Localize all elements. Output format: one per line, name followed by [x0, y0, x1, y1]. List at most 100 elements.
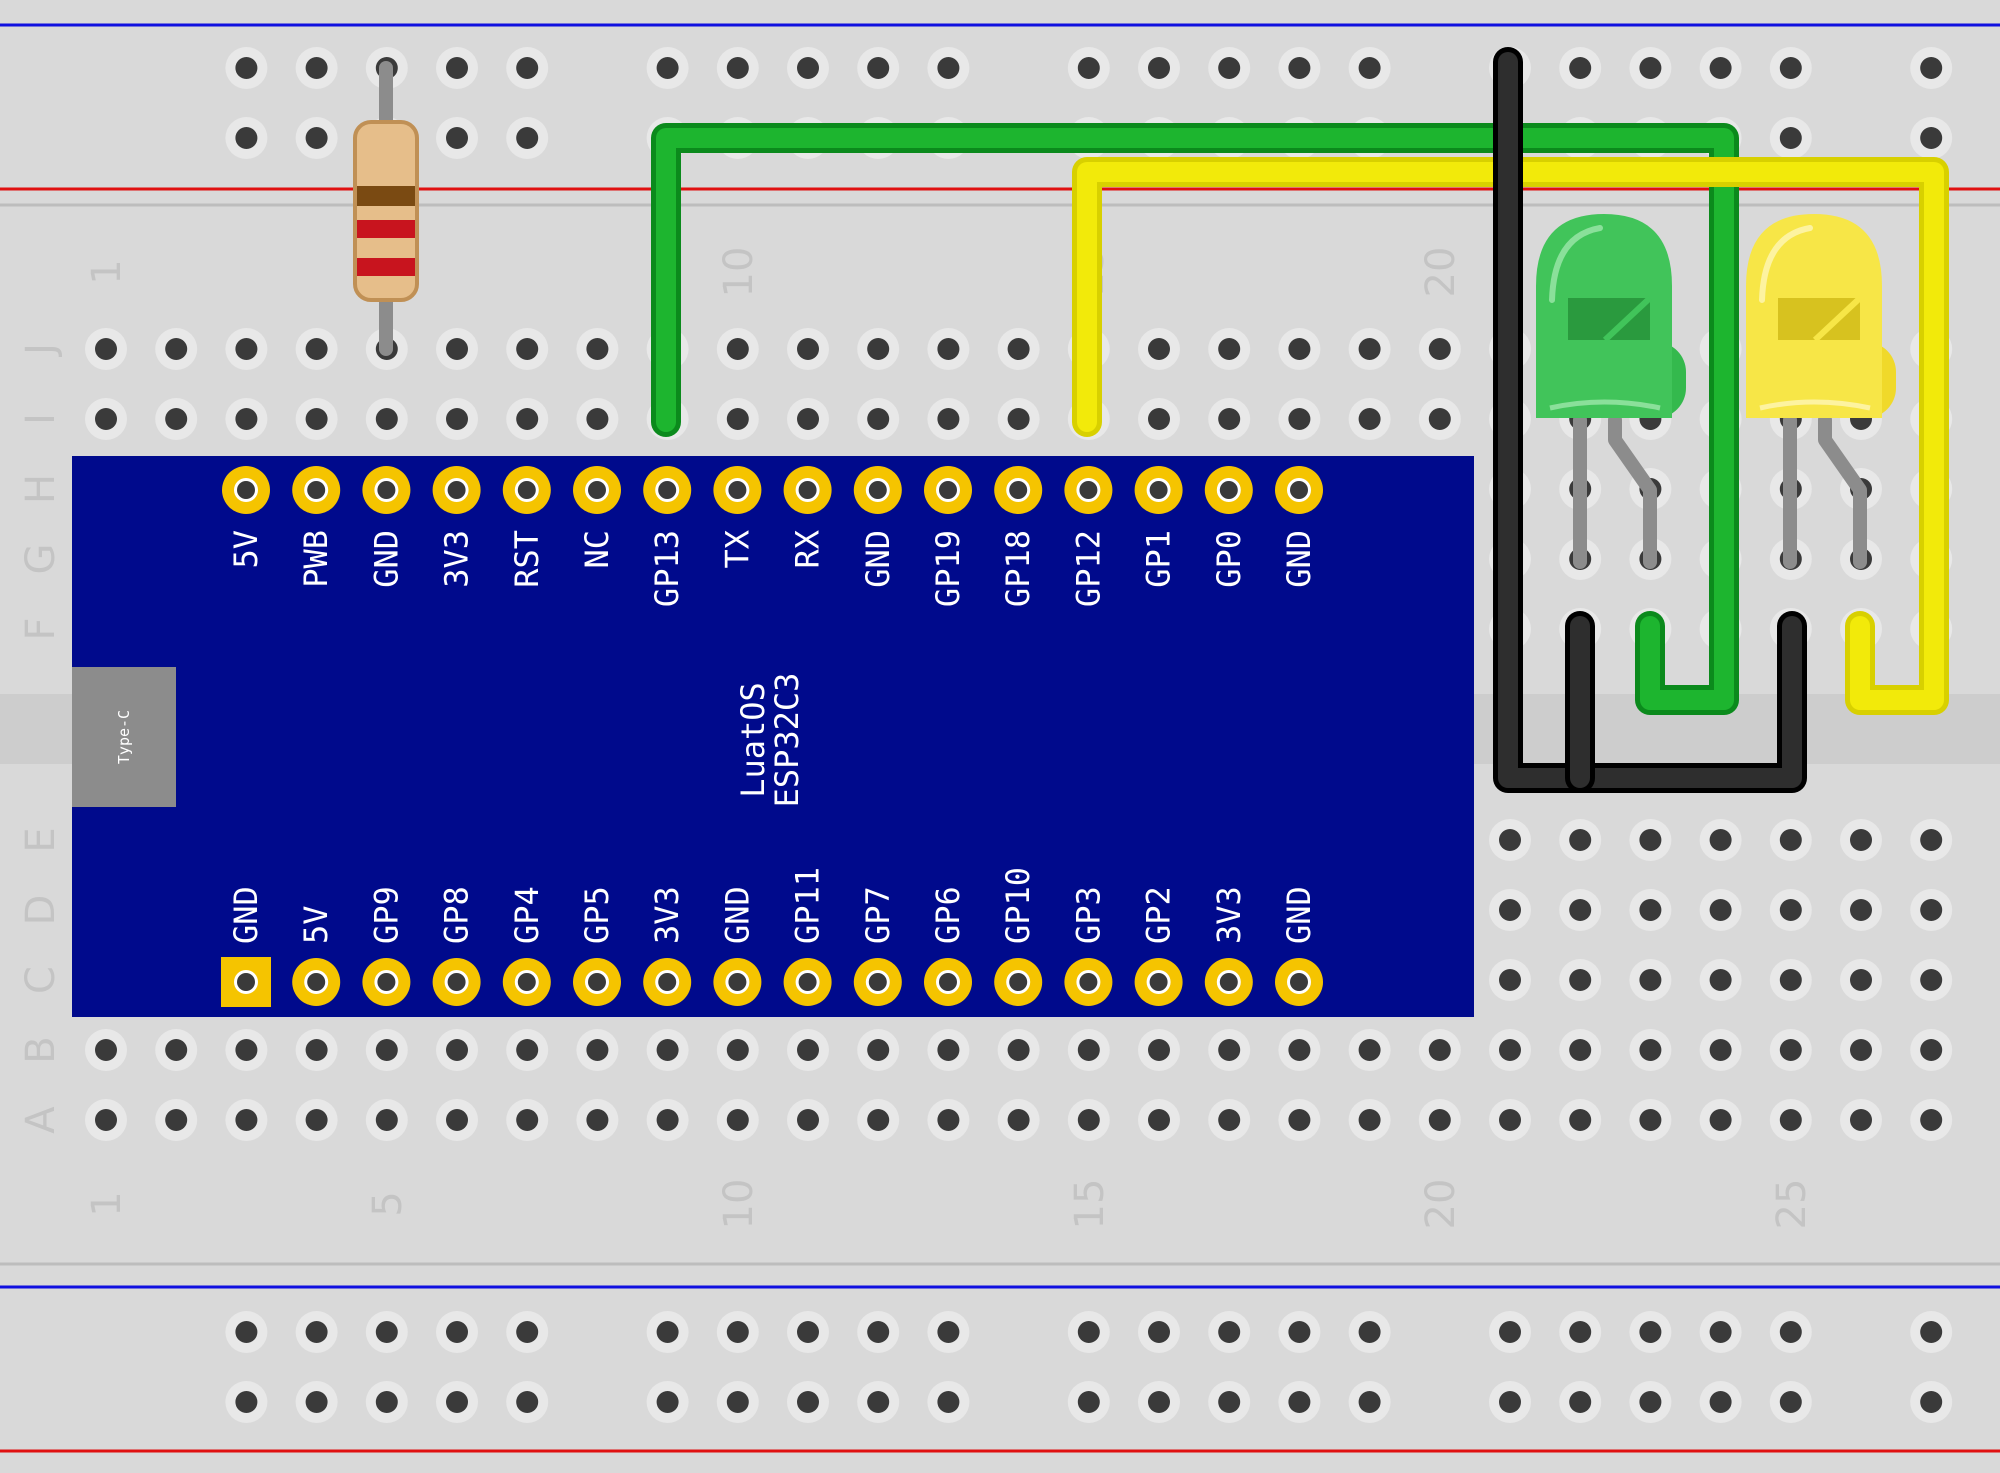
- breadboard-hole[interactable]: [1769, 819, 1812, 861]
- breadboard-hole[interactable]: [225, 1099, 268, 1141]
- board-pin[interactable]: [502, 958, 551, 1006]
- breadboard-hole[interactable]: [225, 1311, 268, 1353]
- green-wire[interactable]: [651, 123, 1739, 715]
- board-pin[interactable]: [221, 957, 271, 1007]
- breadboard-hole[interactable]: [506, 47, 549, 89]
- breadboard-hole[interactable]: [155, 328, 198, 370]
- breadboard-hole[interactable]: [716, 1311, 759, 1353]
- board-pin[interactable]: [1275, 466, 1323, 514]
- board-pin[interactable]: [853, 466, 902, 514]
- breadboard-hole[interactable]: [1559, 1381, 1602, 1423]
- breadboard-hole[interactable]: [506, 117, 549, 159]
- breadboard-hole[interactable]: [1348, 1099, 1391, 1141]
- breadboard-hole[interactable]: [295, 1311, 338, 1353]
- breadboard-hole[interactable]: [1910, 47, 1953, 89]
- breadboard-hole[interactable]: [225, 47, 268, 89]
- board-pin[interactable]: [713, 958, 762, 1006]
- breadboard-hole[interactable]: [436, 1311, 478, 1353]
- breadboard-hole[interactable]: [1910, 889, 1953, 931]
- breadboard-hole[interactable]: [927, 1311, 970, 1353]
- breadboard-hole[interactable]: [787, 328, 829, 370]
- breadboard-hole[interactable]: [927, 398, 970, 440]
- breadboard-hole[interactable]: [1769, 959, 1812, 1001]
- breadboard-hole[interactable]: [1769, 47, 1812, 89]
- breadboard-hole[interactable]: [1699, 819, 1742, 861]
- breadboard-hole[interactable]: [857, 47, 900, 89]
- breadboard-hole[interactable]: [295, 328, 338, 370]
- breadboard-hole[interactable]: [857, 1381, 900, 1423]
- breadboard-hole[interactable]: [1138, 1029, 1180, 1071]
- breadboard-hole[interactable]: [1489, 819, 1531, 861]
- breadboard-hole[interactable]: [225, 398, 268, 440]
- breadboard-hole[interactable]: [716, 398, 759, 440]
- breadboard-hole[interactable]: [646, 47, 689, 89]
- breadboard-hole[interactable]: [1489, 1099, 1531, 1141]
- breadboard-hole[interactable]: [365, 1381, 408, 1423]
- breadboard-hole[interactable]: [365, 398, 408, 440]
- breadboard-hole[interactable]: [927, 47, 970, 89]
- breadboard-hole[interactable]: [1559, 889, 1602, 931]
- breadboard-hole[interactable]: [1208, 1099, 1251, 1141]
- breadboard-hole[interactable]: [1699, 1029, 1742, 1071]
- breadboard-hole[interactable]: [85, 328, 127, 370]
- black-wire[interactable]: [1493, 47, 1807, 793]
- breadboard-hole[interactable]: [436, 328, 478, 370]
- board-pin[interactable]: [292, 466, 341, 514]
- breadboard-hole[interactable]: [1067, 1311, 1110, 1353]
- breadboard-hole[interactable]: [1348, 398, 1391, 440]
- breadboard-hole[interactable]: [997, 328, 1040, 370]
- breadboard-hole[interactable]: [1489, 889, 1531, 931]
- board-pin[interactable]: [1064, 958, 1113, 1006]
- board-pin[interactable]: [1204, 958, 1253, 1006]
- board-pin[interactable]: [643, 466, 692, 514]
- breadboard-hole[interactable]: [716, 328, 759, 370]
- board-pin[interactable]: [643, 958, 692, 1006]
- breadboard-hole[interactable]: [857, 1311, 900, 1353]
- breadboard-hole[interactable]: [1910, 819, 1953, 861]
- breadboard-hole[interactable]: [155, 1099, 198, 1141]
- breadboard-hole[interactable]: [1769, 1099, 1812, 1141]
- breadboard-hole[interactable]: [1138, 1311, 1180, 1353]
- breadboard-hole[interactable]: [1278, 328, 1321, 370]
- breadboard-hole[interactable]: [1067, 47, 1110, 89]
- breadboard-hole[interactable]: [295, 398, 338, 440]
- breadboard-hole[interactable]: [85, 1099, 127, 1141]
- breadboard-hole[interactable]: [787, 1311, 829, 1353]
- breadboard-hole[interactable]: [225, 1381, 268, 1423]
- breadboard-hole[interactable]: [295, 1029, 338, 1071]
- breadboard-hole[interactable]: [1699, 1381, 1742, 1423]
- breadboard-hole[interactable]: [1629, 47, 1672, 89]
- breadboard-hole[interactable]: [997, 1029, 1040, 1071]
- board-pin[interactable]: [713, 466, 762, 514]
- breadboard-hole[interactable]: [1559, 1099, 1602, 1141]
- board-pin[interactable]: [994, 958, 1043, 1006]
- breadboard-hole[interactable]: [1769, 889, 1812, 931]
- breadboard-hole[interactable]: [365, 1099, 408, 1141]
- breadboard-hole[interactable]: [787, 1029, 829, 1071]
- breadboard-hole[interactable]: [295, 1381, 338, 1423]
- breadboard-hole[interactable]: [857, 328, 900, 370]
- breadboard-hole[interactable]: [1629, 1311, 1672, 1353]
- breadboard-hole[interactable]: [1769, 1381, 1812, 1423]
- breadboard-hole[interactable]: [1699, 47, 1742, 89]
- breadboard-hole[interactable]: [1138, 47, 1180, 89]
- breadboard-hole[interactable]: [1489, 959, 1531, 1001]
- breadboard-hole[interactable]: [1629, 889, 1672, 931]
- breadboard-hole[interactable]: [1418, 328, 1461, 370]
- board-pin[interactable]: [1275, 958, 1323, 1006]
- breadboard-hole[interactable]: [506, 1099, 549, 1141]
- breadboard-hole[interactable]: [506, 1381, 549, 1423]
- breadboard-hole[interactable]: [646, 1029, 689, 1071]
- breadboard-hole[interactable]: [1348, 1029, 1391, 1071]
- breadboard-hole[interactable]: [1910, 1381, 1953, 1423]
- breadboard-hole[interactable]: [295, 1099, 338, 1141]
- breadboard-hole[interactable]: [365, 1029, 408, 1071]
- breadboard-hole[interactable]: [1138, 328, 1180, 370]
- breadboard-hole[interactable]: [646, 1099, 689, 1141]
- breadboard-hole[interactable]: [225, 328, 268, 370]
- breadboard-hole[interactable]: [716, 1099, 759, 1141]
- breadboard-hole[interactable]: [646, 1311, 689, 1353]
- breadboard-hole[interactable]: [1699, 1099, 1742, 1141]
- breadboard-hole[interactable]: [85, 398, 127, 440]
- breadboard-hole[interactable]: [1418, 1029, 1461, 1071]
